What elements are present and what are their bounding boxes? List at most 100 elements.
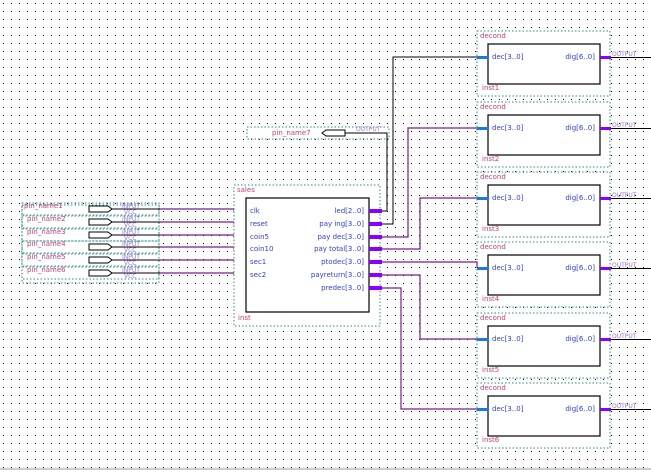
output-port-stub [600, 338, 611, 341]
input-pin-name: pin_name5 [27, 253, 66, 261]
input-pin-name: pin_name6 [27, 266, 66, 274]
input-pin-frame [21, 202, 160, 216]
sales-block[interactable] [245, 197, 370, 313]
input-port-stub [477, 338, 489, 341]
decond-output-port: dig[6..0] [565, 335, 595, 343]
output-port-stub [600, 408, 611, 411]
input-pin-name: pin_name2 [27, 215, 66, 223]
sales-input-port: coin5 [250, 233, 269, 241]
output-pin-area [247, 127, 389, 139]
predec-wire [382, 287, 477, 410]
decond-instance-label: inst3 [482, 225, 499, 233]
decond-block[interactable] [487, 395, 601, 437]
sales-instance-label: inst [238, 314, 251, 322]
sales-input-port: coin10 [250, 245, 273, 253]
sales-output-port: pay total[3..0] [314, 245, 364, 253]
output-pin-type: OUTPUT [612, 122, 637, 129]
decond-container [476, 101, 611, 168]
input-pin-symbol[interactable] [88, 256, 113, 264]
input-pin-default: VCC [124, 273, 136, 280]
output-pin-symbol[interactable] [321, 129, 346, 137]
output-pin-type: OUTPUT [612, 51, 637, 58]
input-pin-default: VCC [124, 247, 136, 254]
decond-block[interactable] [487, 184, 601, 226]
input-port-stub [477, 408, 489, 411]
sales-input-port: sec1 [250, 258, 266, 266]
input-pin-default: VCC [124, 209, 136, 216]
output-pin-type: OUTPUT [612, 333, 637, 340]
decond-output-port: dig[6..0] [565, 405, 595, 413]
decond-block[interactable] [487, 43, 601, 85]
input-pin-frame [21, 253, 160, 267]
input-pin-type: INPUT [122, 216, 140, 223]
input-pin-type: INPUT [122, 241, 140, 248]
decond-container [476, 382, 611, 449]
decond-container [476, 30, 611, 97]
output-port-stub [369, 273, 382, 277]
input-pin-name: pin_name3 [27, 228, 66, 236]
sales-output-port: ptodec[3..0] [321, 258, 364, 266]
input-pin-symbol[interactable] [88, 218, 113, 226]
sales-output-port: pay ing[3..0] [319, 220, 364, 228]
decond-container [476, 312, 611, 379]
paytotal-wire [382, 197, 477, 250]
output-port-stub [369, 247, 382, 251]
output-port-stub [600, 267, 611, 270]
decond-block[interactable] [487, 254, 601, 296]
output-port-stub [600, 127, 611, 130]
sales-output-port: predec[3..0] [321, 284, 364, 292]
decond-block[interactable] [487, 114, 601, 156]
sales-output-port: payreturn[3..0] [311, 271, 364, 279]
decond-output-port: dig[6..0] [565, 124, 595, 132]
input-pin-symbol[interactable] [88, 231, 113, 239]
sales-block-name: sales [237, 186, 255, 194]
decond-block-name: decond [480, 243, 506, 251]
output-port-stub [600, 197, 611, 200]
decond-instance-label: inst2 [482, 155, 499, 163]
output-port-stub [369, 286, 382, 290]
output-port-stub [369, 235, 382, 239]
decond-block-name: decond [480, 32, 506, 40]
decond-input-port: dec[3..0] [492, 124, 524, 132]
decond-block[interactable] [487, 325, 601, 367]
input-pin-symbol[interactable] [88, 269, 113, 277]
input-pin-symbol[interactable] [88, 205, 113, 213]
input-pin-type: INPUT [122, 254, 140, 261]
input-pin-name: pin_name4 [27, 240, 66, 248]
input-pin-type: INPUT [122, 203, 140, 210]
output-pin-type: OUTPUT [612, 262, 637, 269]
input-pin-default: VCC [124, 235, 136, 242]
output-port-stub [600, 56, 611, 59]
input-port-stub [477, 267, 489, 270]
led-wire [345, 132, 388, 212]
sales-output-port: pay dec[3..0] [317, 233, 364, 241]
paying-wire [382, 56, 477, 225]
sales-input-port: reset [250, 220, 268, 228]
input-pin-name: pin_name1 [24, 202, 63, 210]
input-pin-frame [21, 215, 160, 229]
input-pin-type: INPUT [122, 267, 140, 274]
input-pin-frame [21, 266, 160, 280]
input-pin-symbol[interactable] [88, 243, 113, 251]
decond-input-port: dec[3..0] [492, 53, 524, 61]
input-port-stub [477, 56, 489, 59]
decond-input-port: dec[3..0] [492, 405, 524, 413]
decond-container [476, 171, 611, 238]
output-pin-type: OUTPUT [612, 403, 637, 410]
output-port-stub [369, 260, 382, 264]
input-pin-frame [21, 228, 160, 242]
ptodec-wire [382, 261, 478, 268]
payreturn-wire [382, 274, 477, 340]
input-pin-default: VCC [124, 222, 136, 229]
output-pin-container [246, 126, 390, 140]
decond-block-name: decond [480, 314, 506, 322]
output-pin-type: OUTPUT [356, 126, 381, 133]
output-port-stub [369, 209, 382, 213]
decond-output-port: dig[6..0] [565, 194, 595, 202]
decond-output-port: dig[6..0] [565, 53, 595, 61]
decond-block-name: decond [480, 173, 506, 181]
input-pin-default: VCC [124, 260, 136, 267]
decond-instance-label: inst1 [482, 84, 499, 92]
output-pin-type: OUTPUT [612, 192, 637, 199]
